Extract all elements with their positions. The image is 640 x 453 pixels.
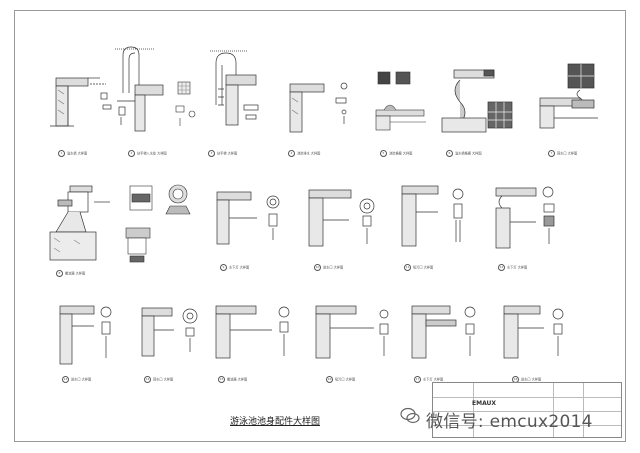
detail-return-inlet bbox=[536, 58, 606, 134]
detail-gutter-grate bbox=[440, 62, 520, 136]
detail-underwater-light bbox=[120, 180, 200, 270]
detail-light-niche bbox=[398, 182, 470, 254]
detail-deck-drain bbox=[286, 76, 358, 134]
detail-deck-inlet bbox=[500, 302, 576, 364]
detail-skimmer-wall bbox=[212, 298, 296, 364]
detail-gutter-light bbox=[492, 182, 568, 254]
detail-ladder-entry bbox=[95, 45, 165, 133]
title-block bbox=[432, 382, 622, 438]
detail-inlet-fitting bbox=[215, 188, 285, 250]
detail-gutter-outlet bbox=[408, 300, 484, 364]
detail-wall-inlet bbox=[58, 298, 128, 370]
watermark-text: 微信号: emcux2014 bbox=[426, 412, 593, 432]
detail-handrail-ladder bbox=[200, 45, 270, 135]
company-logo: EMAUX bbox=[472, 400, 497, 407]
wechat-icon bbox=[400, 407, 420, 424]
detail-vacuum-point bbox=[312, 298, 396, 364]
detail-grate-small bbox=[172, 78, 202, 128]
detail-deck-grate bbox=[370, 66, 434, 134]
detail-skimmer bbox=[44, 178, 116, 266]
detail-suction-outlet bbox=[305, 186, 381, 254]
detail-overflow-gutter bbox=[50, 70, 110, 132]
detail-floor-return bbox=[140, 300, 206, 362]
drawing-title: 游泳池池身配件大样图 bbox=[230, 417, 321, 427]
